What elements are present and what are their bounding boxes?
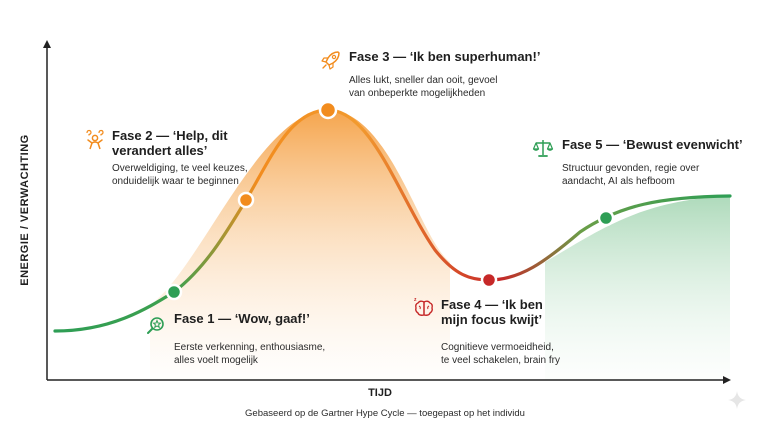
phase-1-title: Fase 1 — ‘Wow, gaaf!’ [174, 311, 310, 326]
magnifier-star-icon [147, 317, 164, 334]
phase-3-marker [318, 100, 338, 120]
x-axis-label: TIJD [368, 387, 392, 399]
phase-5-marker [597, 209, 615, 227]
phase-2-marker [237, 191, 255, 209]
svg-text:z: z [414, 297, 417, 303]
y-axis-arrow [43, 40, 51, 48]
brain-icon: z [414, 297, 433, 316]
phase-4-title-line-1: Fase 4 — ‘Ik ben [441, 297, 543, 312]
phase-1-desc-line-2: alles voelt mogelijk [174, 355, 258, 366]
confused-person-icon [86, 129, 104, 150]
phase-1-desc-line-1: Eerste verkenning, enthousiasme, [174, 342, 326, 353]
phase-2-title-line-2: verandert alles’ [112, 143, 208, 158]
hype-curve [53, 108, 732, 333]
phase-5-desc-line-1: Structuur gevonden, regie over [562, 163, 700, 174]
rocket-icon [321, 51, 340, 70]
phase-5-title: Fase 5 — ‘Bewust evenwicht’ [562, 137, 743, 152]
phase-4-title-line-2: mijn focus kwijt’ [441, 312, 543, 327]
sparkle-icon [728, 391, 746, 409]
phase-2-desc-line-1: Overweldiging, te veel keuzes, [112, 163, 248, 174]
plateau-area-fill [545, 196, 730, 380]
balance-scale-icon [532, 140, 554, 157]
phase-2-title-line-1: Fase 2 — ‘Help, dit [112, 128, 228, 143]
phase-5-desc-line-2: aandacht, AI als hefboom [562, 176, 675, 187]
phase-4-desc-line-1: Cognitieve vermoeidheid, [441, 342, 554, 353]
phase-4-marker [480, 271, 498, 289]
phase-3-desc-line-1: Alles lukt, sneller dan ooit, gevoel [349, 75, 498, 86]
peak-area-fill [150, 110, 450, 380]
y-axis-label: ENERGIE / VERWACHTING [19, 134, 31, 286]
phase-4-desc-line-2: te veel schakelen, brain fry [441, 355, 560, 366]
source-footnote: Gebaseerd op de Gartner Hype Cycle — toe… [245, 408, 525, 419]
x-axis-arrow [723, 376, 731, 384]
phase-2-desc-line-2: onduidelijk waar te beginnen [112, 176, 239, 187]
phase-3-desc-line-2: van onbeperkte mogelijkheden [349, 88, 486, 99]
phase-3-title: Fase 3 — ‘Ik ben superhuman!’ [349, 49, 541, 64]
phase-1-marker [165, 283, 183, 301]
